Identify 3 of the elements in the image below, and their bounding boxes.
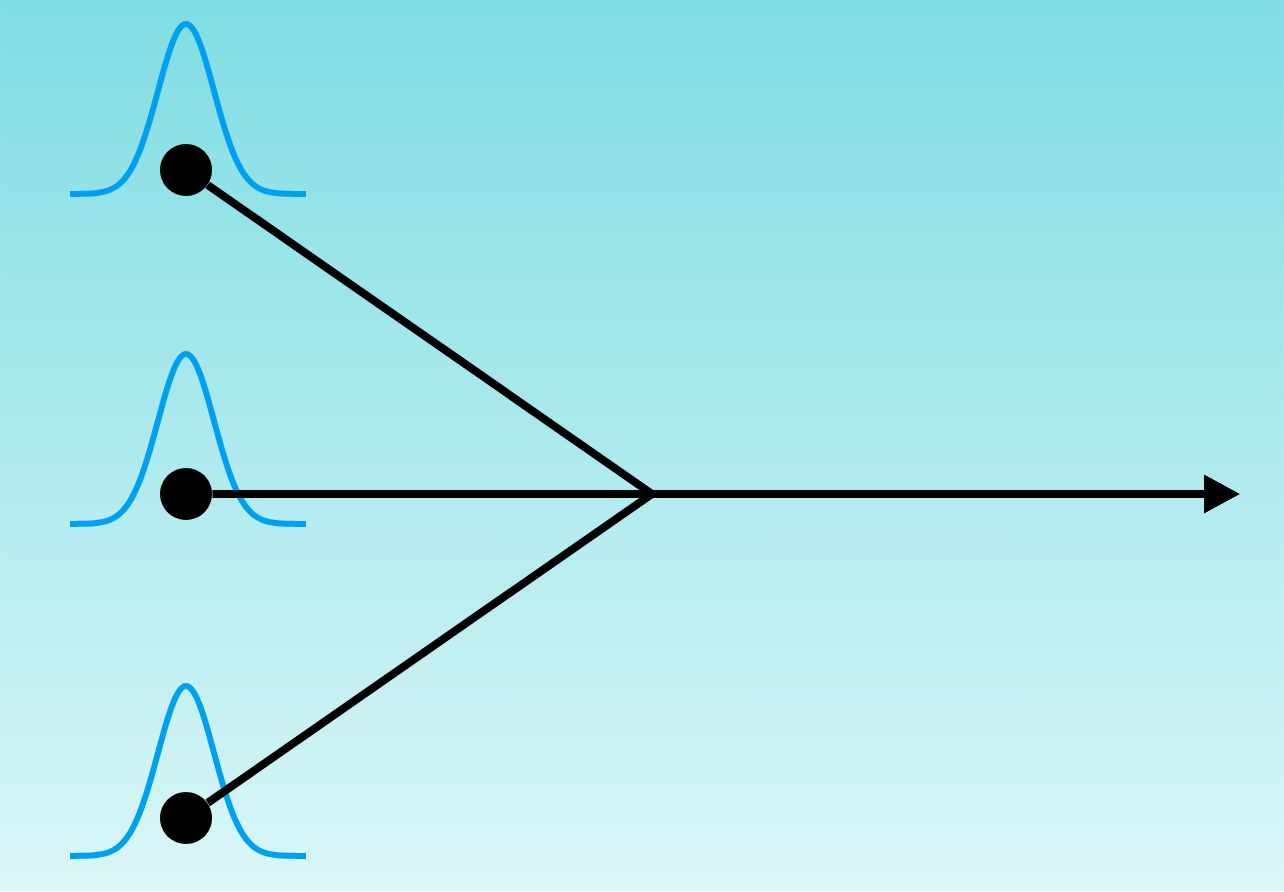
dot bbox=[160, 468, 212, 520]
dot bbox=[160, 791, 212, 844]
dot bbox=[160, 144, 212, 196]
